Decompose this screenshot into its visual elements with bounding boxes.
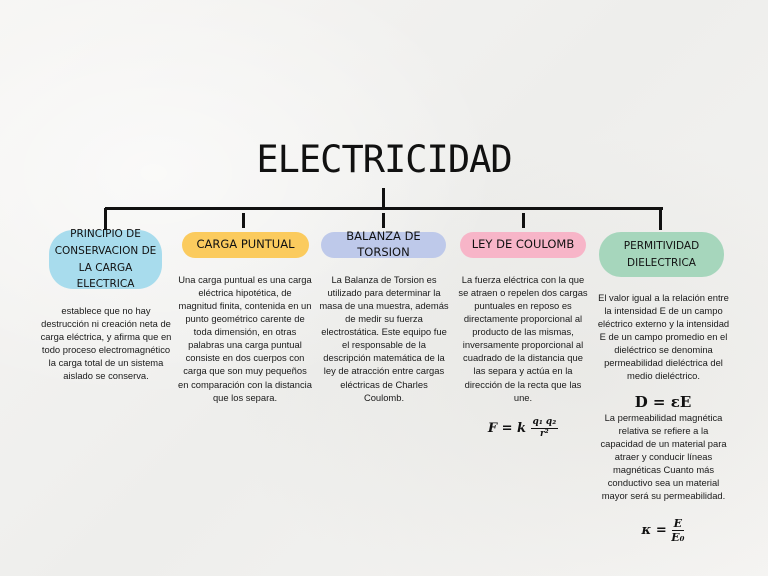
node-ley-coulomb: LEY DE COULOMB [460,232,586,258]
coulomb-formula: F = k q₁ q₂ r² [487,417,559,439]
dielectric-formula: D = εE [634,393,692,411]
diagram-title: ELECTRICIDAD [256,138,512,181]
title-connector [382,188,385,208]
branch-connector-3 [382,213,385,228]
node-description: La fuerza eléctrica con la que se atraen… [458,274,588,403]
node-description: establece que no hay destrucción ni crea… [40,305,172,382]
node-description: Una carga puntual es una carga eléctrica… [178,274,312,403]
node-label: CARGA PUNTUAL [196,237,295,252]
branch-connector-2 [242,213,245,228]
horizontal-bar [105,207,663,210]
branch-connector-5 [659,208,662,230]
permeability-formula: κ = E E₀ [641,517,685,544]
branch-connector-1 [104,208,107,230]
node-label: BALANZA DE TORSION [346,229,421,259]
branch-connector-4 [522,213,525,228]
node-description-2: La permeabilidad magnética relativa se r… [600,412,727,502]
node-carga-puntual: CARGA PUNTUAL [182,232,309,258]
node-permitividad-dielectrica: PERMITIVIDAD DIELECTRICA [599,232,724,277]
node-balanza-torsion: BALANZA DE TORSION [321,229,446,259]
node-label: LEY DE COULOMB [471,237,575,252]
node-conservacion-carga: PRINCIPIO DE CONSERVACION DE LA CARGA EL… [49,228,162,290]
node-label: PRINCIPIO DE CONSERVACION DE LA CARGA EL… [54,227,157,291]
node-label: PERMITIVIDAD DIELECTRICA [623,239,700,269]
node-description: La Balanza de Torsion es utilizado para … [319,274,449,403]
node-description: El valor igual a la relación entre la in… [597,292,730,382]
